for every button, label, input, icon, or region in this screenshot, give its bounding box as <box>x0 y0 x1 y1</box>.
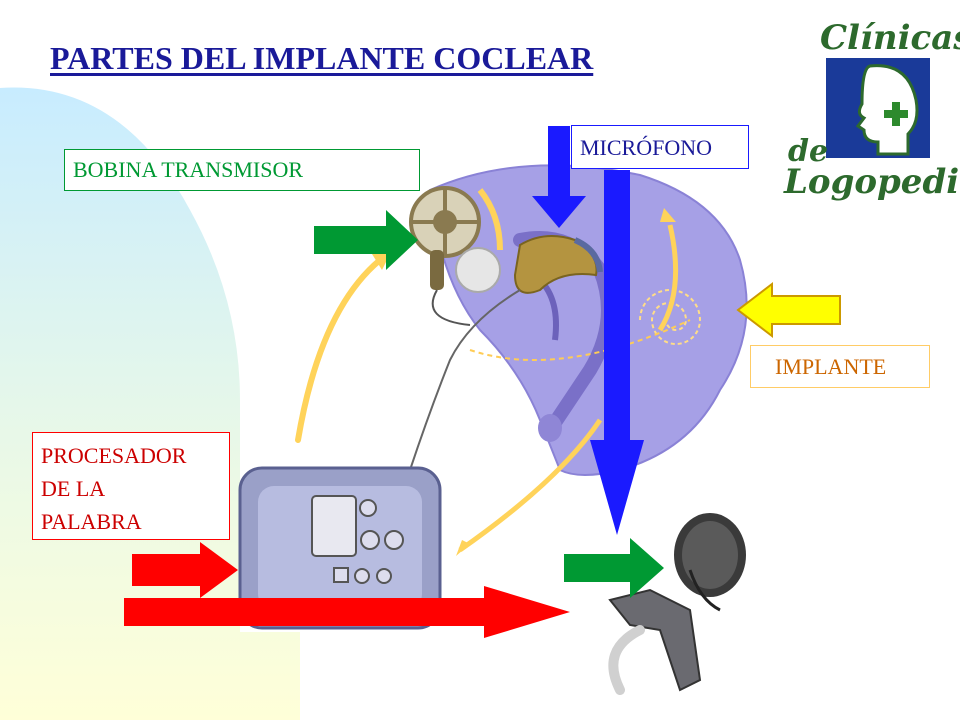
label-microfono: MICRÓFONO <box>571 125 749 169</box>
logo-text-clinicas: Clínicas <box>820 18 960 58</box>
blue-arrow-icon <box>532 126 586 228</box>
label-procesador-line3: PALABRA <box>41 509 142 534</box>
clinicas-logopedia-logo: Clínicas de Logopedia <box>780 18 960 208</box>
bte-processor <box>608 513 746 695</box>
head-logo-icon <box>826 58 930 158</box>
label-procesador-de-la-palabra: PROCESADOR DE LA PALABRA <box>32 432 230 540</box>
transmitter-coil <box>409 186 501 326</box>
medical-cross-icon <box>884 102 908 126</box>
label-bobina-transmisor: BOBINA TRANSMISOR <box>64 149 420 191</box>
speech-processor <box>238 466 442 630</box>
green-arrow-icon <box>564 538 664 598</box>
logo-text-de: de <box>788 134 829 169</box>
page-title: PARTES DEL IMPLANTE COCLEAR <box>50 40 594 76</box>
microphone-device <box>513 235 603 294</box>
green-arrow-icon <box>314 210 418 270</box>
blue-arrow-icon <box>590 170 644 535</box>
label-implante: IMPLANTE <box>750 345 930 388</box>
label-procesador-line1: PROCESADOR <box>41 443 187 468</box>
label-procesador-line2: DE LA <box>41 476 106 501</box>
yellow-arrow-icon <box>736 281 841 339</box>
red-arrow-icon <box>124 586 570 638</box>
red-arrow-icon <box>132 542 238 598</box>
logo-text-logopedia: Logopedia <box>784 162 960 202</box>
